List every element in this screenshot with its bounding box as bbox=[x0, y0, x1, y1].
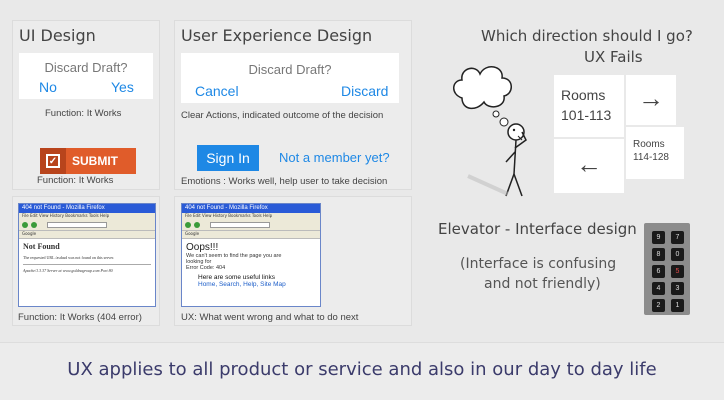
google-toolbar: Google bbox=[182, 231, 320, 239]
elevator-button[interactable]: 4 bbox=[652, 282, 665, 295]
rooms-b-range: 114-128 bbox=[633, 152, 669, 163]
dialog-caption: Function: It Works bbox=[45, 108, 122, 119]
browser-ui-caption: Function: It Works (404 error) bbox=[18, 312, 142, 323]
google-toolbar: Google bbox=[19, 231, 155, 239]
arrow-left-icon: ← bbox=[576, 149, 602, 179]
browser-title-bar: 404 not Found - Mozilla Firefox bbox=[182, 204, 320, 213]
browser-ui-panel: 404 not Found - Mozilla Firefox File Edi… bbox=[12, 196, 160, 326]
rooms-b-label: Rooms bbox=[633, 139, 665, 150]
rooms-a-range: 101-113 bbox=[561, 107, 612, 123]
cancel-button[interactable]: Cancel bbox=[195, 83, 239, 99]
browser-toolbar bbox=[182, 219, 320, 231]
links-heading: Here are some useful links bbox=[198, 274, 275, 281]
browser-title-bar: 404 not Found - Mozilla Firefox bbox=[19, 204, 155, 213]
sign-in-button[interactable]: Sign In bbox=[197, 145, 259, 171]
elevator-button[interactable]: 5 bbox=[671, 265, 684, 278]
confused-person-illustration bbox=[453, 66, 527, 197]
discard-button[interactable]: Discard bbox=[341, 83, 389, 99]
browser-window-ux: 404 not Found - Mozilla Firefox File Edi… bbox=[181, 203, 321, 307]
browser-content: Oops!!! We can't seem to find the page y… bbox=[182, 239, 320, 291]
elevator-button[interactable]: 7 bbox=[671, 231, 684, 244]
dialog-question: Discard Draft? bbox=[248, 62, 332, 77]
left-arrow-tile: ← bbox=[554, 139, 624, 193]
right-arrow-tile: → bbox=[626, 75, 676, 125]
browser-window-ui: 404 not Found - Mozilla Firefox File Edi… bbox=[18, 203, 156, 307]
elevator-button[interactable]: 6 bbox=[652, 265, 665, 278]
elevator-note-line1: (Interface is confusing bbox=[460, 256, 617, 272]
not-found-heading: Not Found bbox=[23, 242, 60, 251]
bottom-banner: UX applies to all product or service and… bbox=[0, 342, 724, 400]
yes-button[interactable]: Yes bbox=[111, 79, 134, 95]
useful-links[interactable]: Home, Search, Help, Site Map bbox=[198, 281, 286, 288]
browser-menu: File Edit View History Bookmarks Tools H… bbox=[19, 213, 155, 219]
browser-content: Not Found The requested URL /asdasd was … bbox=[19, 239, 155, 276]
browser-toolbar bbox=[19, 219, 155, 231]
ux-design-panel: User Experience Design Discard Draft? Ca… bbox=[174, 20, 412, 190]
oops-heading: Oops!!! bbox=[186, 242, 219, 253]
elevator-note-line2: and not friendly) bbox=[484, 276, 601, 292]
elevator-button[interactable]: 0 bbox=[671, 248, 684, 261]
oops-line2: looking for bbox=[186, 259, 212, 265]
rooms-114-128-tile: Rooms 114-128 bbox=[626, 127, 684, 179]
submit-label: SUBMIT bbox=[72, 154, 118, 168]
elevator-button[interactable]: 9 bbox=[652, 231, 665, 244]
browser-ux-caption: UX: What went wrong and what to do next bbox=[181, 312, 359, 323]
not-found-body: The requested URL /asdasd was not found … bbox=[23, 255, 115, 260]
elevator-button[interactable]: 2 bbox=[652, 299, 665, 312]
rooms-a-label: Rooms bbox=[561, 87, 606, 103]
direction-question: Which direction should I go? bbox=[481, 27, 693, 45]
discard-dialog-ux: Discard Draft? Cancel Discard bbox=[181, 53, 399, 103]
no-button[interactable]: No bbox=[39, 79, 57, 95]
ui-design-panel: UI Design Discard Draft? No Yes Function… bbox=[12, 20, 160, 190]
checkbox-icon: ✓ bbox=[40, 148, 66, 174]
dialog-question: Discard Draft? bbox=[44, 60, 128, 75]
ux-design-title: User Experience Design bbox=[181, 26, 373, 45]
elevator-button[interactable]: 8 bbox=[652, 248, 665, 261]
submit-button[interactable]: ✓ SUBMIT bbox=[40, 148, 136, 174]
error-code: Error Code: 404 bbox=[186, 265, 226, 271]
not-a-member-link[interactable]: Not a member yet? bbox=[279, 150, 390, 165]
browser-ux-panel: 404 not Found - Mozilla Firefox File Edi… bbox=[174, 196, 412, 326]
dialog-caption: Clear Actions, indicated outcome of the … bbox=[181, 110, 384, 121]
not-found-footer: Apache/1.3.37 Server at www.goldnagroup.… bbox=[23, 268, 113, 273]
submit-caption: Function: It Works bbox=[37, 175, 114, 186]
elevator-button[interactable]: 3 bbox=[671, 282, 684, 295]
elevator-button-panel: 7 8 5 6 3 4 1 2 0 9 bbox=[644, 223, 690, 315]
oops-line1: We can't seem to find the page you are bbox=[186, 253, 282, 259]
browser-menu: File Edit View History Bookmarks Tools H… bbox=[182, 213, 320, 219]
ui-design-title: UI Design bbox=[19, 26, 96, 45]
elevator-title: Elevator - Interface design bbox=[438, 220, 637, 238]
ux-fails-panel: Which direction should I go? UX Fails Ro… bbox=[424, 20, 712, 202]
discard-dialog-ui: Discard Draft? No Yes bbox=[19, 53, 153, 99]
signin-caption: Emotions : Works well, help user to take… bbox=[181, 176, 388, 187]
arrow-right-icon: → bbox=[638, 83, 664, 113]
ux-fails-title: UX Fails bbox=[584, 48, 643, 66]
rooms-101-113-tile: Rooms 101-113 bbox=[554, 75, 624, 137]
elevator-button[interactable]: 1 bbox=[671, 299, 684, 312]
